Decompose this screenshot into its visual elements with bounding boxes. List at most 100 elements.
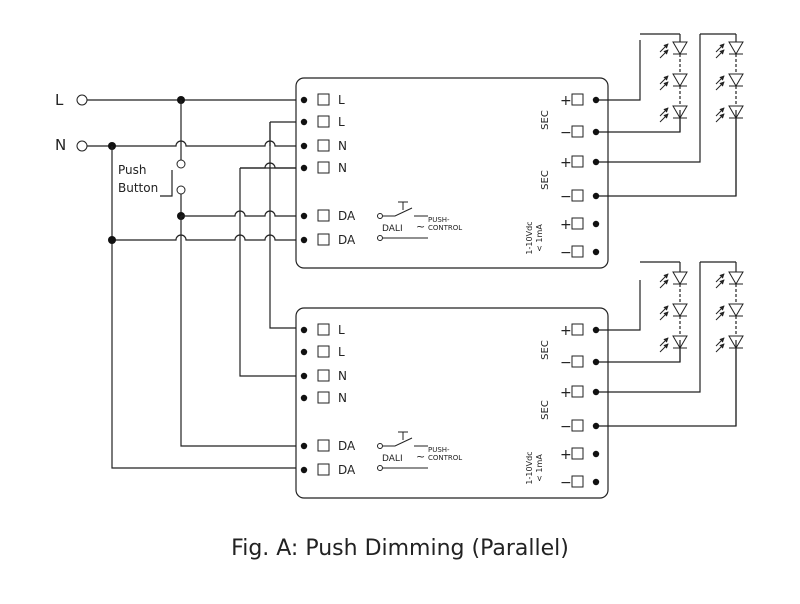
line-bottom-wire	[269, 122, 296, 329]
output-terminal-box	[571, 245, 584, 258]
sec-return-wire	[599, 340, 681, 363]
neutral-input-terminal	[76, 140, 88, 152]
output-terminal-dot	[592, 478, 600, 486]
led-diode-icon	[728, 105, 744, 119]
plus-sign: +	[560, 385, 572, 401]
minus-sign: −	[560, 245, 572, 261]
push-contact-top	[176, 159, 186, 169]
push-control-label-2: CONTROL	[428, 224, 462, 232]
driver-top: LLNNDADADALI~PUSH-CONTROL+−+−+−SECSEC1-1…	[300, 93, 600, 261]
output-terminal-box	[571, 217, 584, 230]
input-terminal-label: DA	[338, 233, 356, 247]
output-terminal-dot	[592, 158, 600, 166]
output-terminal-dot	[592, 192, 600, 200]
plus-sign: +	[560, 93, 572, 109]
light-arrow	[715, 49, 725, 59]
output-terminal-box	[571, 323, 584, 336]
dali-contact	[377, 465, 383, 471]
driver-bottom: LLNNDADADALI~PUSH-CONTROL+−+−+−SECSEC1-1…	[300, 323, 600, 491]
wiring	[87, 96, 296, 469]
input-terminal-label: N	[338, 161, 347, 175]
dali-switch	[383, 437, 413, 447]
input-terminal-dot	[300, 96, 308, 104]
output-terminal-dot	[592, 450, 600, 458]
minus-sign: −	[560, 125, 572, 141]
input-terminal-label: DA	[338, 439, 356, 453]
push-control-tilde: ~	[416, 450, 425, 463]
neutral2-hop	[240, 162, 296, 169]
led-diode-icon	[728, 41, 744, 55]
light-arrow	[659, 43, 669, 53]
input-terminal-dot	[300, 212, 308, 220]
output-terminal-dot	[592, 248, 600, 256]
input-terminal-box	[317, 209, 330, 222]
dali-actuator	[398, 431, 408, 440]
line-input-label: L	[55, 91, 64, 109]
sec2-output-wire	[599, 34, 701, 163]
push-button-label-1: Push	[118, 163, 147, 177]
push-control-label-2: CONTROL	[428, 454, 462, 462]
plus-sign: +	[560, 447, 572, 463]
sec-label: SEC	[540, 110, 551, 130]
light-arrow	[715, 279, 725, 289]
led-strings	[599, 33, 744, 427]
output-terminal-box	[571, 93, 584, 106]
light-arrow	[659, 337, 669, 347]
output-terminal-box	[571, 475, 584, 488]
da2-junction	[108, 236, 116, 244]
input-terminal-label: DA	[338, 209, 356, 223]
input-terminal-label: L	[338, 345, 345, 359]
input-terminal-label: L	[338, 93, 345, 107]
led-diode-icon	[728, 335, 744, 349]
input-terminal-box	[317, 345, 330, 358]
light-arrow	[715, 107, 725, 117]
output-terminal-box	[571, 447, 584, 460]
light-arrow	[715, 311, 725, 321]
voltage-label: 1-10Vdc	[525, 451, 534, 484]
voltage-label: 1-10Vdc	[525, 221, 534, 254]
light-arrow	[715, 75, 725, 85]
input-terminal-box	[317, 439, 330, 452]
input-terminal-label: L	[338, 323, 345, 337]
sec2-return-wire	[599, 340, 737, 427]
led-diode-icon	[728, 303, 744, 317]
input-terminal-label: DA	[338, 463, 356, 477]
light-arrow	[659, 343, 669, 353]
minus-sign: −	[560, 355, 572, 371]
led-diode-icon	[728, 73, 744, 87]
light-arrow	[715, 43, 725, 53]
push-button-label-2: Button	[118, 181, 158, 195]
light-arrow	[659, 305, 669, 315]
led-diode-icon	[672, 41, 688, 55]
light-arrow	[715, 273, 725, 283]
da2-wire	[112, 234, 296, 241]
output-terminal-dot	[592, 388, 600, 396]
dali-label: DALI	[382, 454, 403, 464]
dali-contact	[377, 213, 383, 219]
input-terminal-box	[317, 391, 330, 404]
push-contact-bottom	[176, 185, 186, 195]
input-terminal-box	[317, 463, 330, 476]
output-terminal-box	[571, 385, 584, 398]
sec2-return-wire	[599, 110, 737, 197]
push-control-label-1: PUSH-	[428, 216, 450, 224]
light-arrow	[715, 305, 725, 315]
plus-sign: +	[560, 155, 572, 171]
dali-contact	[377, 443, 383, 449]
output-terminal-dot	[592, 358, 600, 366]
current-label: < 1mA	[535, 224, 544, 252]
minus-sign: −	[560, 419, 572, 435]
light-arrow	[715, 81, 725, 91]
input-terminal-dot	[300, 236, 308, 244]
neutral-bottom-wire	[239, 168, 296, 377]
input-terminal-dot	[300, 326, 308, 334]
output-terminal-dot	[592, 220, 600, 228]
plus-sign: +	[560, 217, 572, 233]
input-terminal-box	[317, 139, 330, 152]
output-terminal-box	[571, 419, 584, 432]
output-terminal-box	[571, 355, 584, 368]
light-arrow	[659, 81, 669, 91]
input-terminal-dot	[300, 164, 308, 172]
